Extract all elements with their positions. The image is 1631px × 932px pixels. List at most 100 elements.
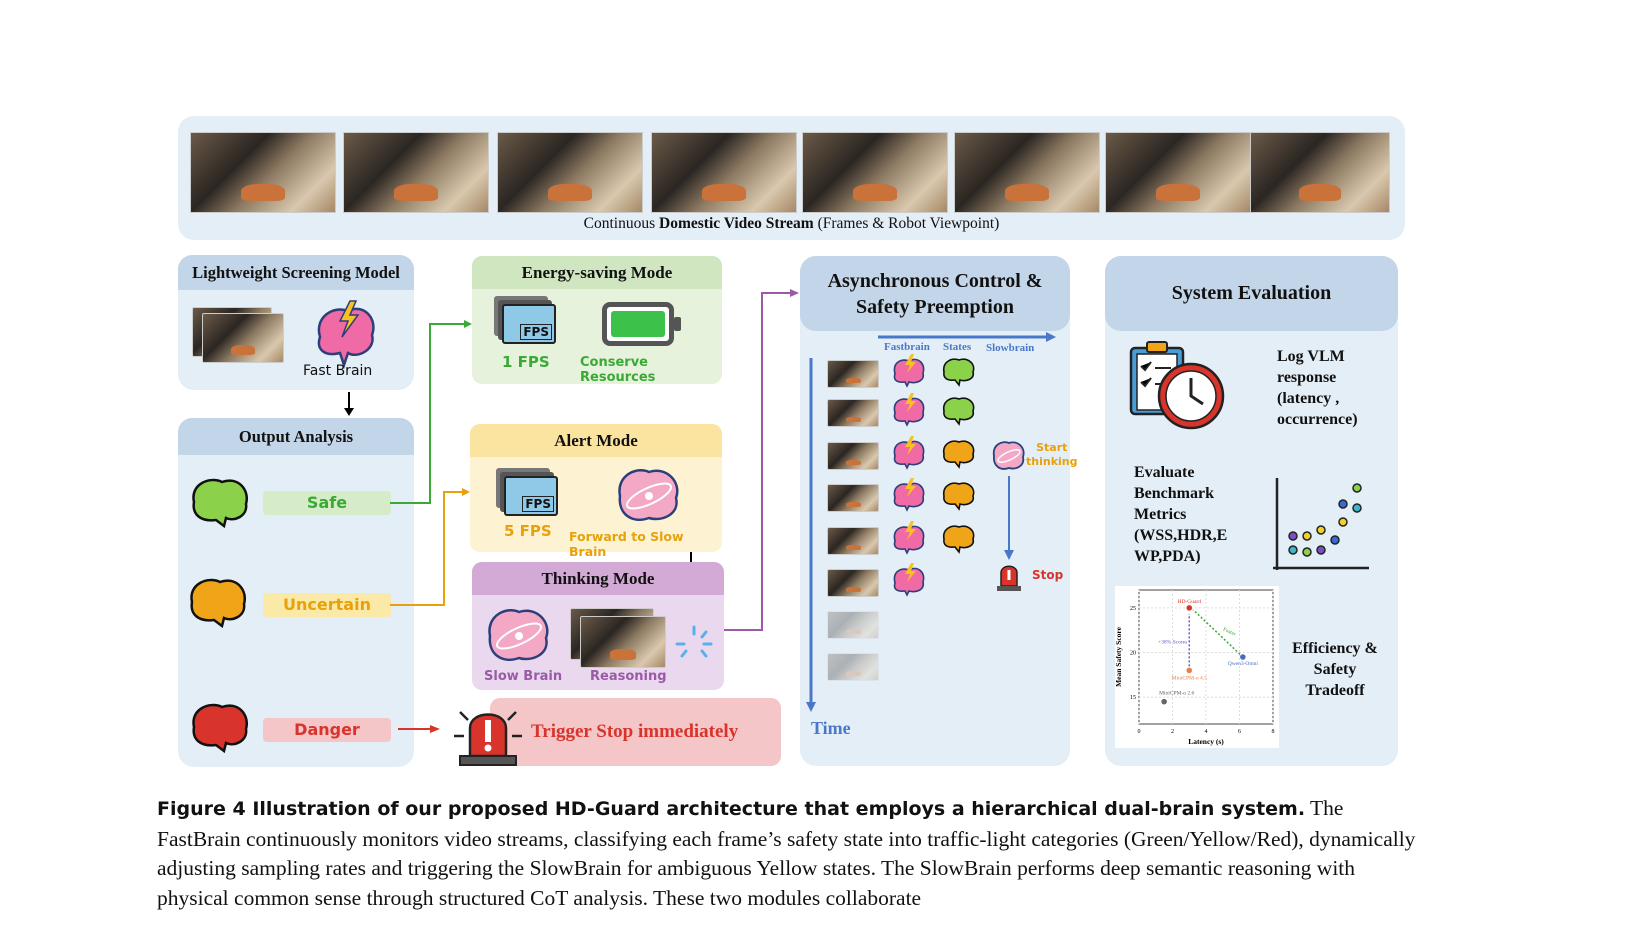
video-frame — [802, 132, 948, 213]
scatter-metrics-icon — [1273, 478, 1369, 570]
x-tick-label: 2 — [1171, 729, 1174, 735]
data-point — [1240, 654, 1246, 660]
x-tick-label: 6 — [1238, 729, 1241, 735]
faster-arrow — [1192, 609, 1244, 658]
slow-brain-to-stop-arrow — [1004, 476, 1014, 560]
point-label: MiniCPM-o 4.5 — [1172, 675, 1207, 681]
stop-label: Stop — [1032, 568, 1064, 582]
yellow-brain-icon — [190, 578, 247, 629]
screening-panel: Lightweight Screening Model Fast Brain — [178, 255, 414, 390]
video-frame — [190, 132, 336, 213]
col-fastbrain: Fastbrain — [884, 341, 930, 353]
slow-brain-label: Slow Brain — [484, 669, 563, 684]
x-axis-label: Latency (s) — [1188, 737, 1224, 746]
danger-label: Danger — [263, 718, 391, 742]
evaluation-title: System Evaluation — [1105, 256, 1398, 331]
yellow-state-brain-icon — [942, 482, 975, 511]
reasoning-label: Reasoning — [590, 669, 667, 684]
energy-title: Energy-saving Mode — [472, 256, 722, 289]
timeline-frame — [827, 442, 879, 470]
clipboard-clock-icon — [1129, 341, 1225, 430]
loading-spinner-icon — [675, 625, 713, 658]
output-analysis-panel: Output Analysis Safe Uncertain Danger — [178, 418, 414, 767]
thinking-mode-panel: Thinking Mode Slow Brain Reasoning — [472, 562, 724, 690]
uncertain-label: Uncertain — [263, 593, 391, 617]
slow-brain-icon — [488, 609, 549, 661]
fastbrain-icon — [893, 521, 925, 555]
output-title: Output Analysis — [178, 418, 414, 455]
fastbrain-icon — [893, 478, 925, 512]
fastbrain-icon — [893, 354, 925, 388]
video-frame — [343, 132, 489, 213]
point-label: HD-Guard — [1177, 599, 1201, 605]
fast-brain-label: Fast Brain — [303, 363, 373, 379]
x-tick-label: 0 — [1138, 729, 1141, 735]
video-stream-panel: Continuous Domestic Video Stream (Frames… — [178, 116, 1405, 240]
timeline-frame — [827, 360, 879, 388]
fps-icon: FPS — [504, 476, 558, 516]
time-label: Time — [811, 718, 851, 738]
y-tick-label: 20 — [1130, 651, 1136, 657]
fast-brain-icon — [317, 300, 375, 369]
figure-caption: Figure 4 Illustration of our proposed HD… — [157, 794, 1417, 913]
annotation-label: +38% Scores — [1158, 640, 1187, 646]
slow-brain-thinking-icon — [992, 441, 1025, 470]
point-label: MiniCPM-o 2.6 — [1159, 691, 1194, 697]
y-tick-label: 25 — [1130, 606, 1136, 612]
timeline-frame — [827, 653, 879, 681]
alert-title: Alert Mode — [470, 424, 722, 457]
yellow-state-brain-icon — [942, 440, 975, 469]
timeline-frame — [827, 611, 879, 639]
async-title: Asynchronous Control &Safety Preemption — [800, 256, 1070, 331]
data-point — [1186, 605, 1193, 611]
stream-caption: Continuous Domestic Video Stream (Frames… — [583, 215, 1000, 232]
fastbrain-icon — [893, 393, 925, 427]
timeline-frame — [827, 399, 879, 427]
safe-label: Safe — [263, 491, 391, 515]
data-point — [1186, 667, 1193, 674]
annotation-label: Faster — [1222, 627, 1237, 638]
timeline-frame — [827, 569, 879, 597]
green-state-brain-icon — [942, 397, 975, 426]
col-states: States — [943, 341, 972, 353]
fps-1-label: 1 FPS — [502, 353, 550, 371]
async-control-panel: Asynchronous Control &Safety Preemption … — [800, 256, 1077, 766]
thinking-title: Thinking Mode — [472, 562, 724, 595]
green-state-brain-icon — [942, 358, 975, 387]
video-frame — [497, 132, 643, 213]
alarm-siren-icon — [454, 711, 522, 766]
yellow-state-brain-icon — [942, 525, 975, 554]
fastbrain-icon — [893, 436, 925, 470]
fps-icon: FPS — [502, 304, 556, 344]
battery-icon — [602, 302, 681, 346]
x-tick-label: 8 — [1272, 729, 1275, 735]
x-tick-label: 4 — [1205, 729, 1208, 735]
red-brain-icon — [192, 703, 249, 754]
caption-label: Figure 4 Illustration of our proposed HD… — [157, 798, 1306, 820]
video-frame — [1250, 132, 1390, 213]
time-axis-arrow — [806, 358, 816, 712]
video-frame — [651, 132, 797, 213]
trigger-stop-box — [490, 698, 781, 766]
energy-saving-panel: Energy-saving Mode FPS 1 FPS Conserve Re… — [472, 256, 722, 385]
timeline-frame — [827, 527, 879, 555]
forward-label: Forward to Slow Brain — [569, 529, 684, 559]
video-frame — [954, 132, 1100, 213]
col-slowbrain: Slowbrain — [986, 342, 1035, 354]
arrow-down — [344, 392, 354, 416]
slow-brain-icon — [618, 469, 679, 521]
y-tick-label: 15 — [1130, 695, 1136, 701]
video-frame — [1105, 132, 1251, 213]
green-brain-icon — [192, 478, 249, 529]
data-point — [1161, 698, 1167, 705]
timeline-frame — [827, 484, 879, 512]
alert-mode-panel: Alert Mode FPS 5 FPS Forward to Slow Bra… — [470, 424, 722, 559]
caption-text: The FastBrain continuously monitors vide… — [157, 796, 1416, 910]
fps-5-label: 5 FPS — [504, 522, 552, 540]
